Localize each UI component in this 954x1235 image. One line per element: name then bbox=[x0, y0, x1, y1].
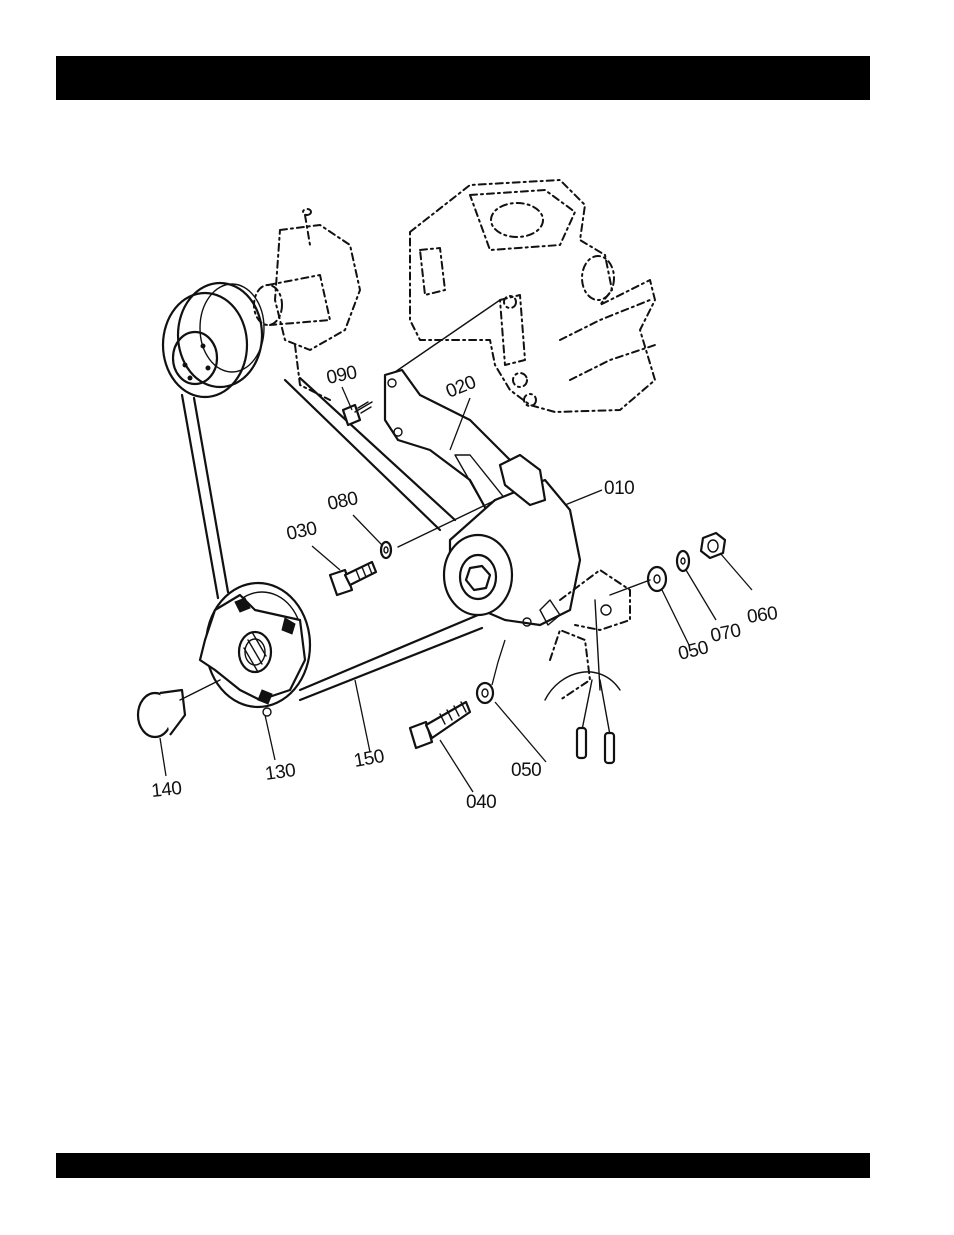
label-090: 090 bbox=[325, 362, 359, 389]
label-130: 130 bbox=[264, 760, 297, 785]
fan bbox=[200, 583, 310, 716]
label-070: 070 bbox=[709, 620, 743, 647]
bolt-140 bbox=[138, 680, 220, 737]
washer-080 bbox=[381, 542, 391, 558]
label-140: 140 bbox=[150, 778, 182, 802]
crank-pulley bbox=[163, 283, 264, 397]
label-050-upper: 050 bbox=[676, 637, 710, 665]
label-080: 080 bbox=[326, 488, 360, 515]
bolt-090 bbox=[343, 402, 372, 425]
footer-bar bbox=[56, 1153, 870, 1178]
label-050-lower: 050 bbox=[511, 760, 541, 781]
washer-050-upper bbox=[648, 567, 666, 591]
label-150: 150 bbox=[352, 746, 385, 772]
label-010: 010 bbox=[604, 478, 634, 499]
engine-block bbox=[410, 180, 655, 412]
label-020: 020 bbox=[443, 372, 479, 403]
label-030: 030 bbox=[285, 518, 319, 545]
label-060: 060 bbox=[746, 603, 779, 628]
label-040: 040 bbox=[466, 792, 496, 813]
washer-050-lower bbox=[477, 683, 493, 703]
washer-070 bbox=[677, 551, 689, 571]
